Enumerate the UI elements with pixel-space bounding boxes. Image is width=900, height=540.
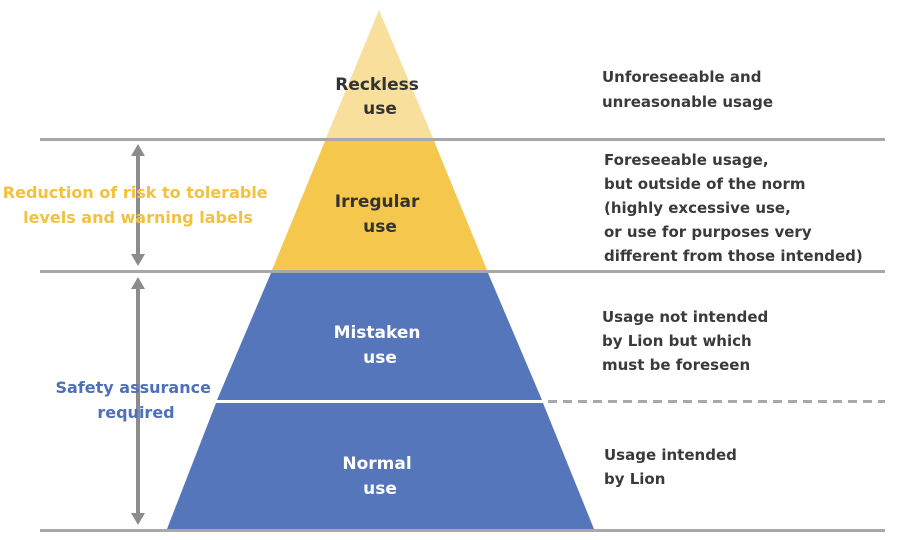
tier-normal-shape	[167, 403, 594, 529]
normal-description: Usage intended by Lion	[604, 446, 742, 488]
safety-assurance-label: Safety assurance required	[55, 378, 216, 422]
tier-irregular-shape	[272, 141, 487, 270]
tier-reckless-shape	[326, 10, 433, 138]
tier-normal-label: Normal use	[342, 454, 417, 499]
tier-mistaken-shape	[217, 273, 542, 400]
irregular-description: Foreseeable usage, but outside of the no…	[604, 151, 863, 265]
safety-range-arrow	[131, 277, 145, 525]
risk-reduction-label: Reduction of risk to tolerable levels an…	[3, 183, 273, 227]
mistaken-description: Usage not intended by Lion but which mus…	[602, 308, 773, 374]
tier-reckless-label: Reckless use	[335, 75, 425, 119]
reckless-description: Unforeseeable and unreasonable usage	[602, 68, 773, 111]
tier-irregular-label: Irregular use	[335, 192, 426, 237]
risk-range-arrow	[131, 144, 145, 266]
tier-mistaken-label: Mistaken use	[334, 323, 427, 368]
